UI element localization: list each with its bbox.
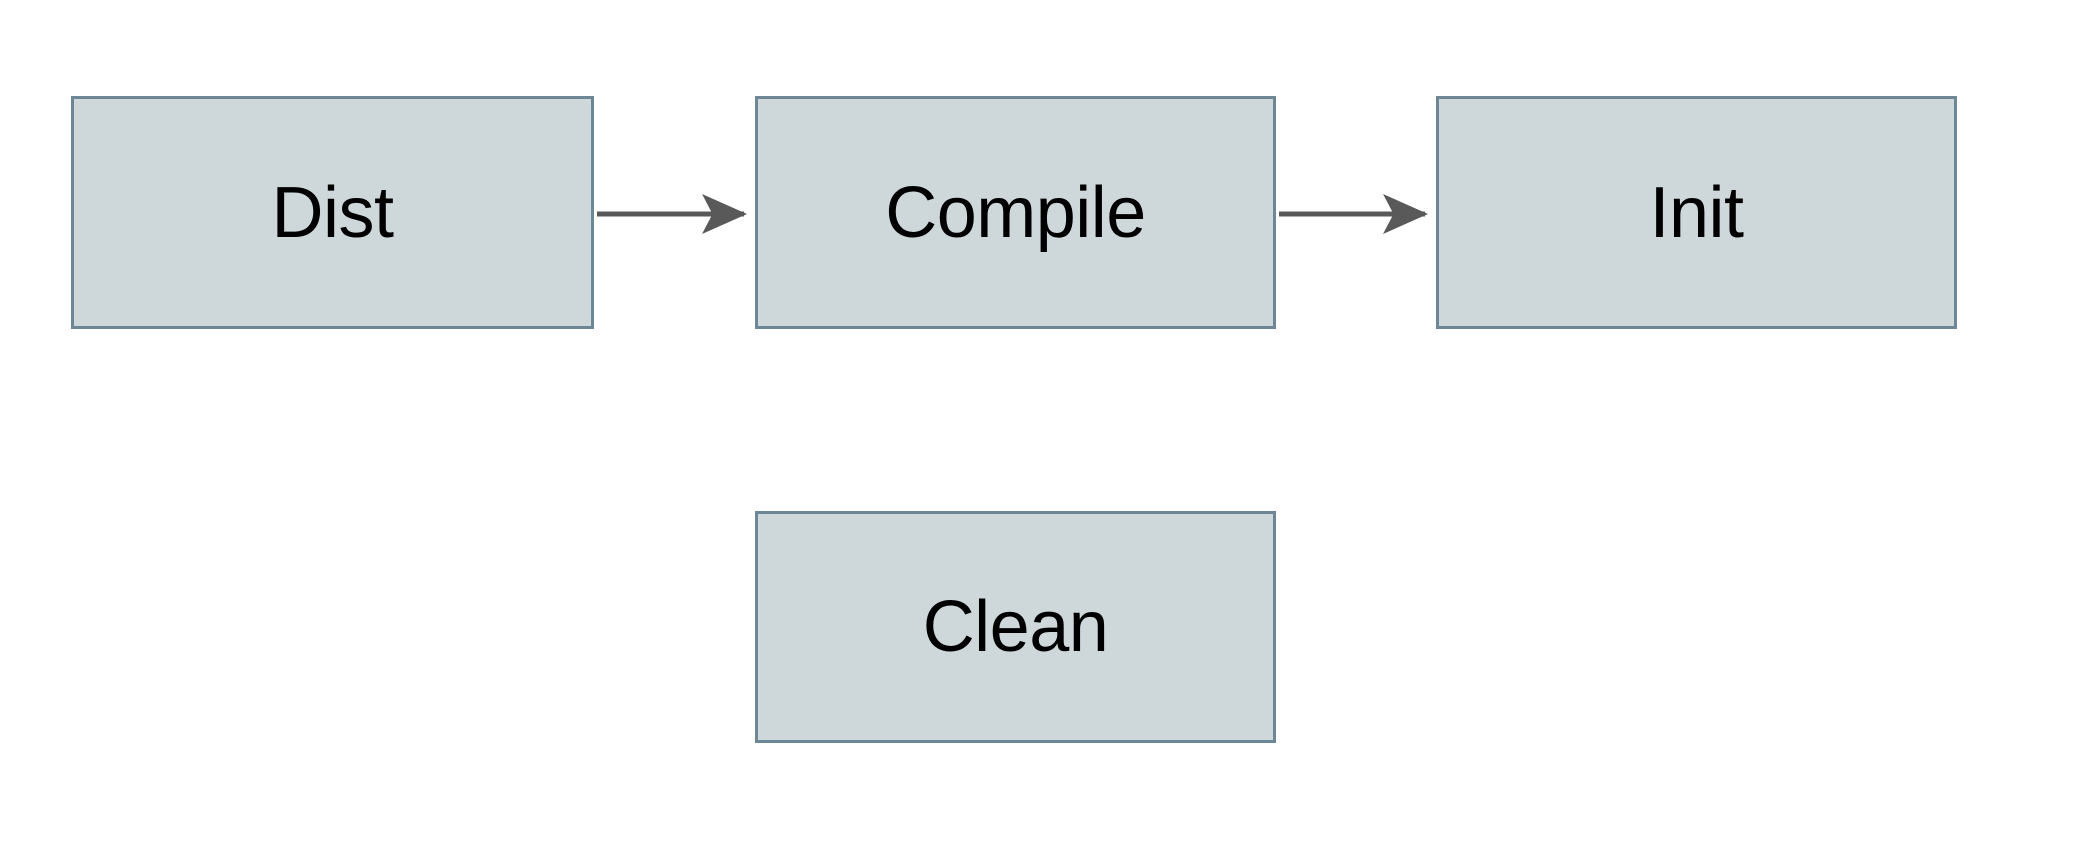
node-compile-label: Compile — [885, 172, 1146, 253]
node-compile[interactable]: Compile — [755, 96, 1276, 329]
node-init[interactable]: Init — [1436, 96, 1957, 329]
node-clean-label: Clean — [922, 587, 1109, 667]
node-dist-label: Dist — [271, 172, 395, 253]
node-dist[interactable]: Dist — [71, 96, 594, 329]
node-init-label: Init — [1649, 172, 1744, 253]
node-clean[interactable]: Clean — [755, 511, 1276, 743]
